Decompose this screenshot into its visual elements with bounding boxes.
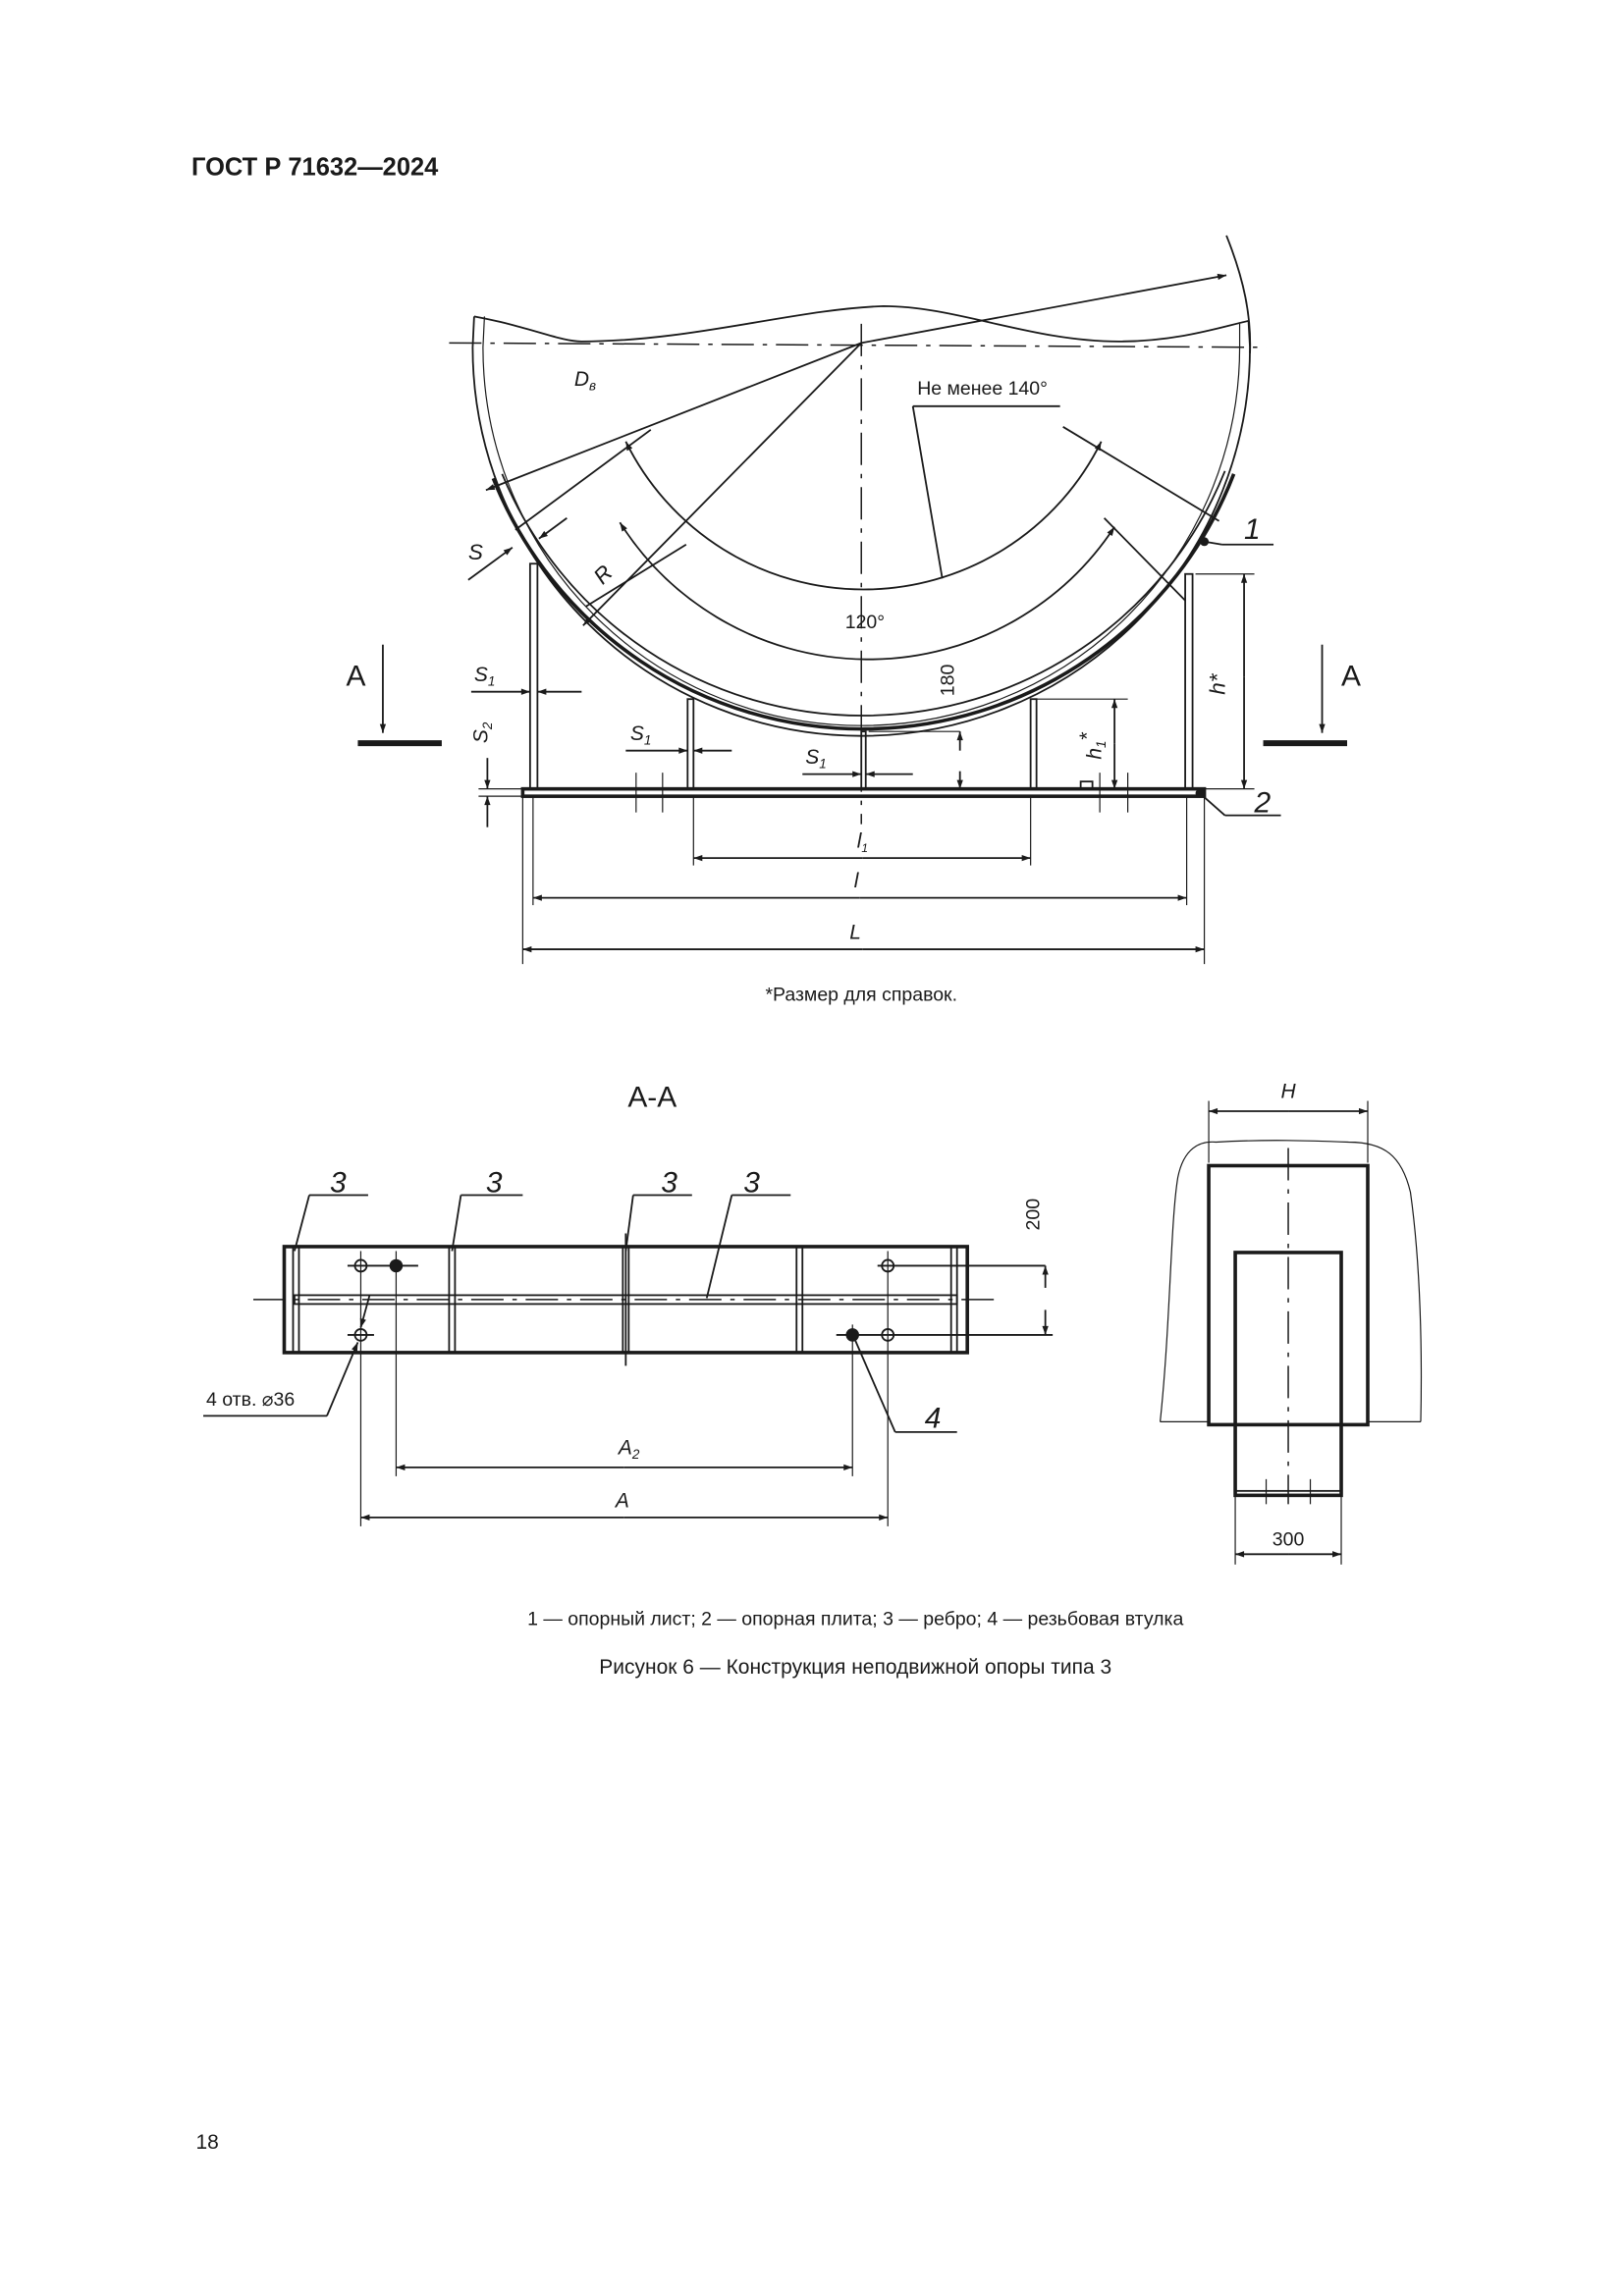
callout-1: 1 [1244,513,1261,546]
h1-label: h1* [1076,731,1109,759]
section-a-a-view: А-А 3 3 [203,1082,1054,1526]
callout-2: 2 [1254,787,1272,820]
dim-300-label: 300 [1272,1528,1305,1550]
standard-header: ГОСТ Р 71632—2024 [191,153,439,181]
l1-label: l1 [857,830,868,855]
height-label: h* [1206,672,1230,695]
callout-3-a: 3 [330,1166,347,1199]
holes-note: 4 отв. ⌀36 [206,1389,295,1411]
L-label: L [849,922,861,944]
callout-3-b: 3 [486,1166,503,1199]
section-mark-left: A [346,661,365,693]
callout-4: 4 [925,1402,942,1434]
angle-support-label: 120° [845,612,885,633]
page-number: 18 [196,2131,219,2154]
dim-200-label: 200 [1023,1199,1045,1231]
side-view: H 300 [1160,1081,1423,1565]
s2-label: S2 [469,721,494,743]
s1-label-center: S1 [805,746,827,771]
callout-3-d: 3 [743,1166,760,1199]
angle-min-label: Не менее 140° [917,378,1048,400]
l-label: l [854,870,860,892]
section-title: А-А [627,1082,677,1114]
A-label: A [614,1489,629,1512]
support-front-view: Dв R Не менее 140° 120° S [346,235,1361,965]
diameter-label: Dв [574,368,596,393]
s1-label-mid: S1 [630,722,652,747]
A2-label: A2 [617,1436,640,1461]
dim-180-label: 180 [938,665,959,697]
s1-label-left: S1 [474,664,495,688]
radius-label: R [589,561,618,589]
thickness-label: S [468,540,483,564]
callout-3-c: 3 [661,1166,677,1199]
figure-caption: Рисунок 6 — Конструкция неподвижной опор… [599,1656,1111,1679]
figure-legend: 1 — опорный лист; 2 — опорная плита; 3 —… [527,1608,1183,1629]
reference-note: *Размер для справок. [765,985,957,1006]
H-label: H [1281,1081,1297,1103]
section-mark-right: A [1341,661,1361,693]
